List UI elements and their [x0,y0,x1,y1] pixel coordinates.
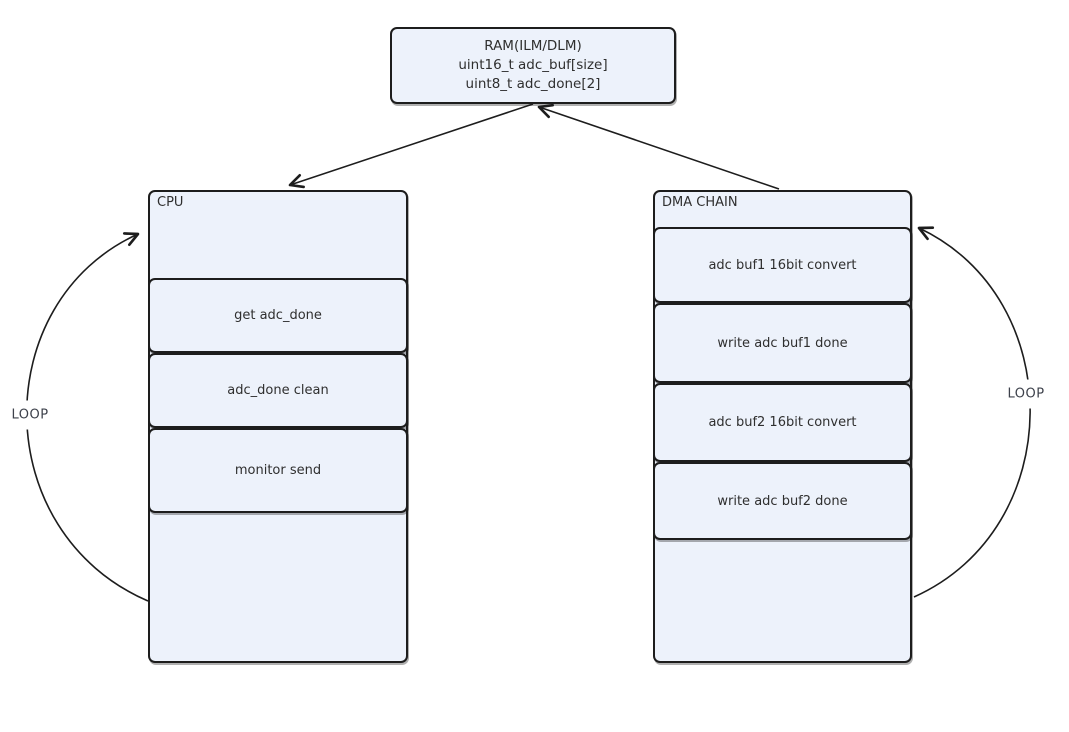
ram-title: RAM(ILM/DLM) [484,38,582,54]
arrow-ram-to-cpu [288,103,534,189]
dma-step-adc-buf2-convert: adc buf2 16bit convert [653,383,912,462]
ram-node: RAM(ILM/DLM) uint16_t adc_buf[size] uint… [390,27,676,104]
cpu-loop-label: LOOP [8,400,52,430]
cpu-node: CPU get adc_done adc_done clean monitor … [148,190,408,663]
cpu-node-title: CPU [157,195,184,210]
cpu-step-monitor-send: monitor send [148,428,408,513]
dma-step-adc-buf1-convert: adc buf1 16bit convert [653,227,912,303]
dma-step-write-adc-buf2-done: write adc buf2 done [653,462,912,540]
ram-done-declaration: uint8_t adc_done[2] [465,76,601,92]
ram-buf-declaration: uint16_t adc_buf[size] [458,57,608,73]
dma-loop-arrow [913,226,1031,598]
dma-chain-node-title: DMA CHAIN [662,195,738,210]
dma-chain-node: DMA CHAIN adc buf1 16bit convert write a… [653,190,912,663]
cpu-step-get-adc-done: get adc_done [148,278,408,353]
cpu-step-adc-done-clean: adc_done clean [148,353,408,428]
dma-loop-label: LOOP [1004,379,1048,409]
arrow-dma-to-ram [537,103,780,190]
dma-step-write-adc-buf1-done: write adc buf1 done [653,303,912,383]
